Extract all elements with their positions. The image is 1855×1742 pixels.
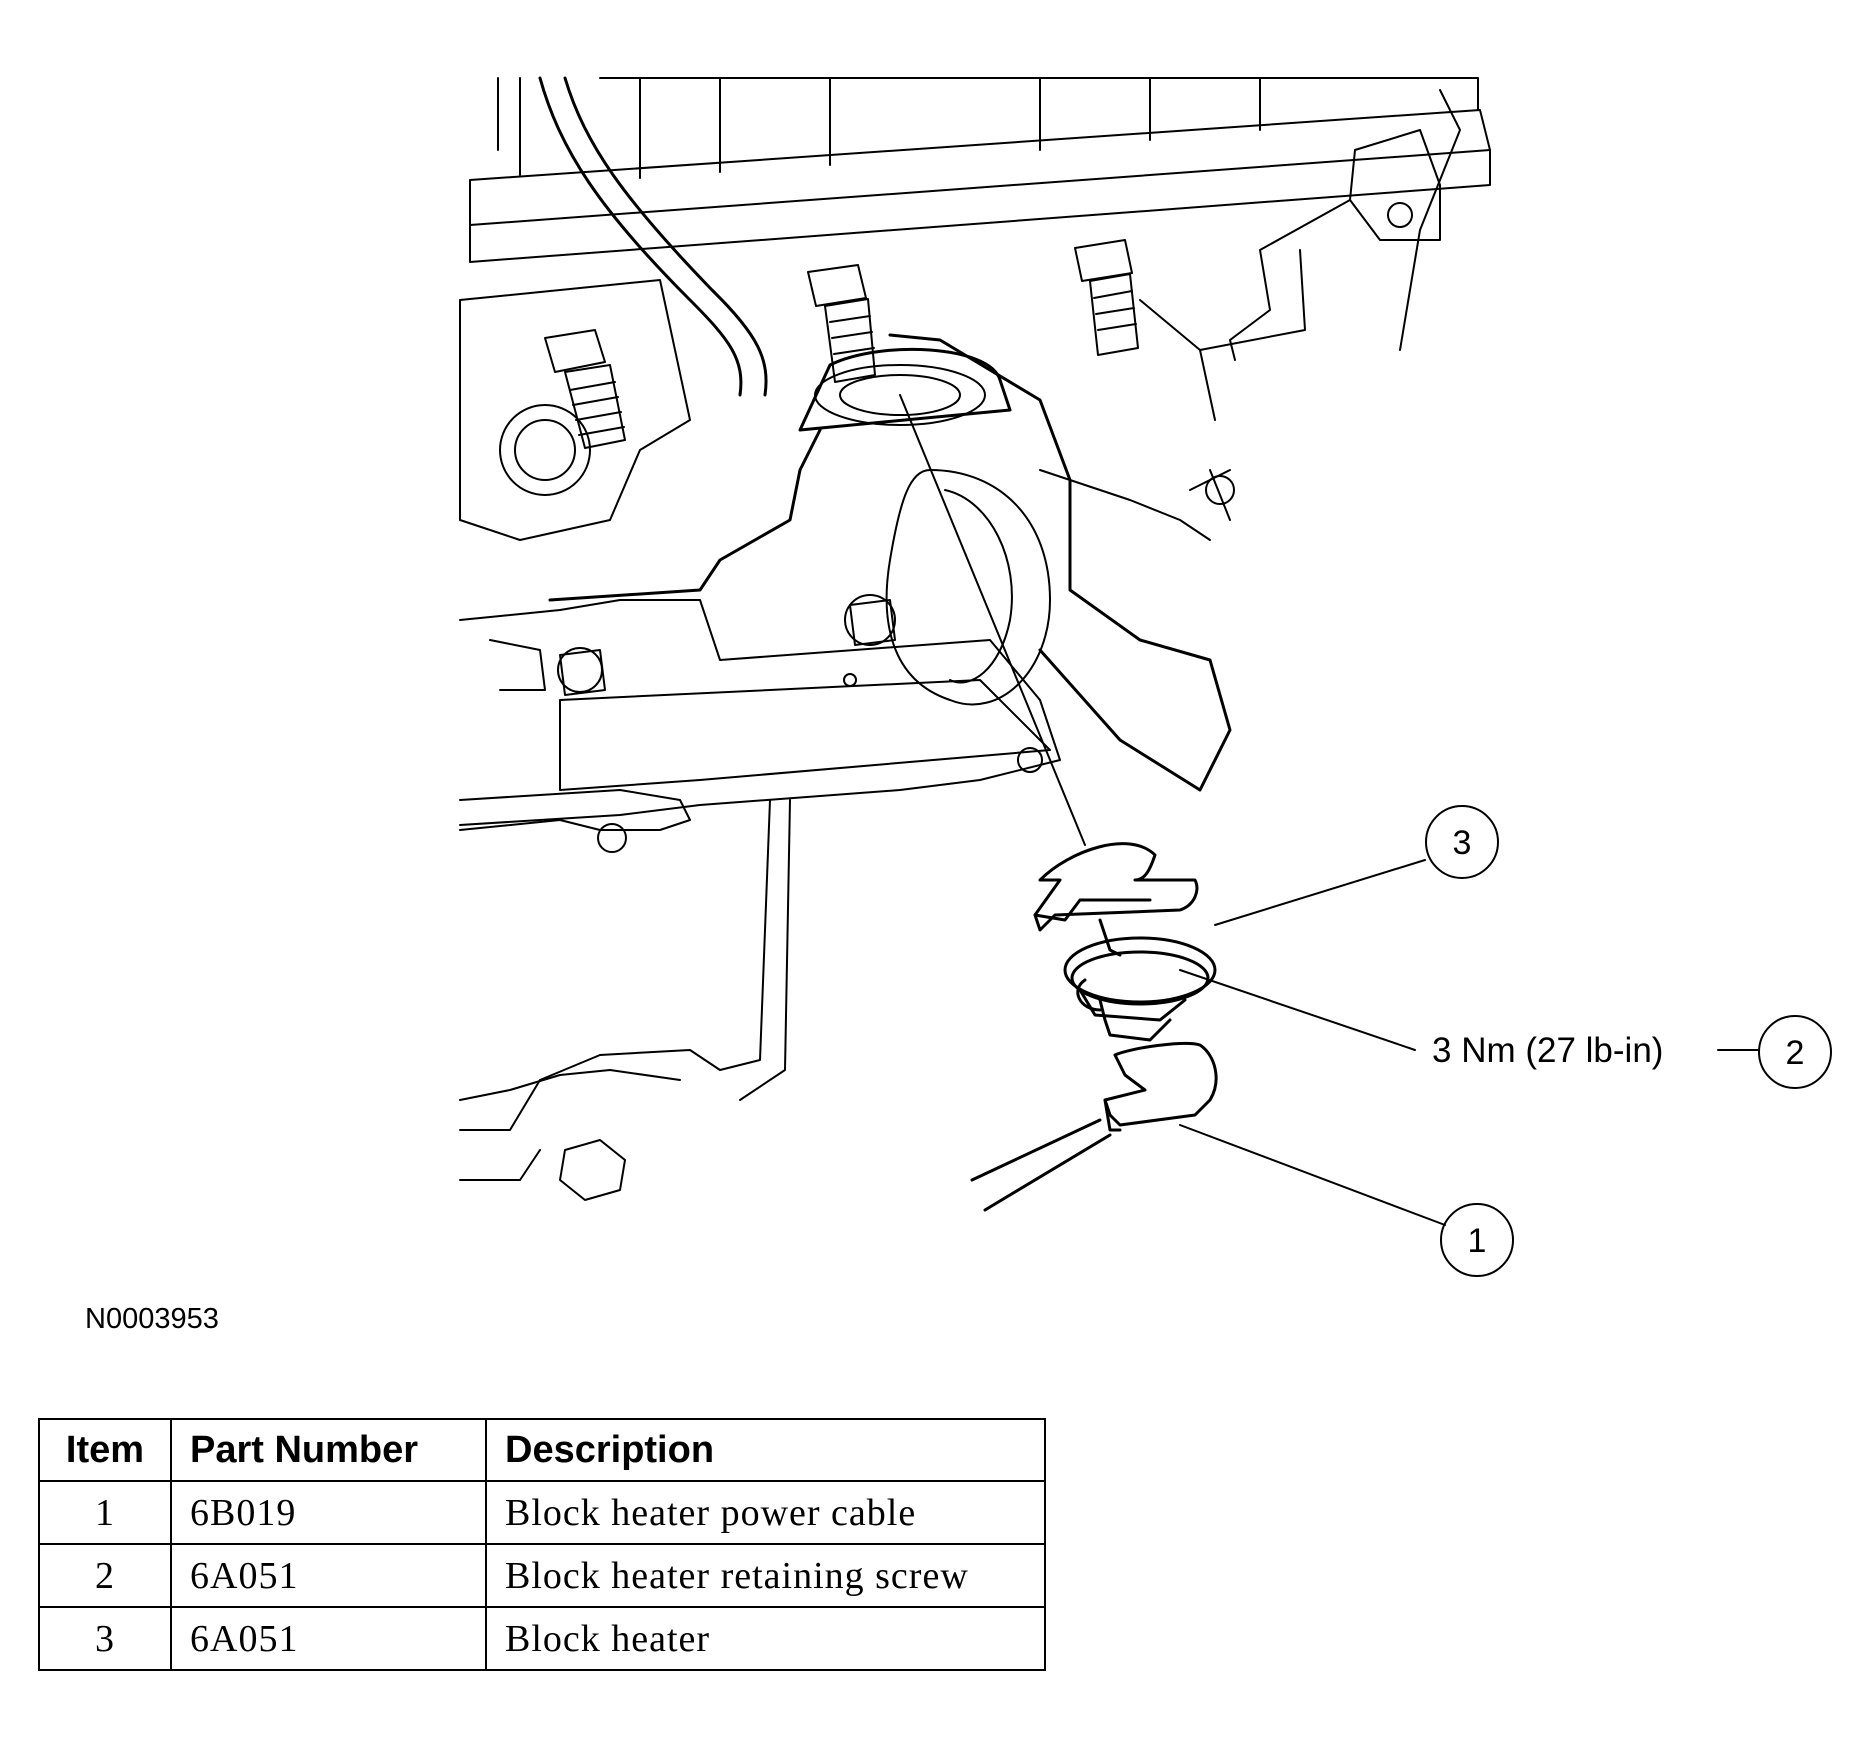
callout-3: 3 [1425, 805, 1499, 879]
parts-table-header: Item Part Number Description [38, 1418, 1046, 1482]
table-row: 3 6A051 Block heater [38, 1606, 1046, 1671]
row-item: 1 [38, 1480, 172, 1545]
callout-1: 1 [1440, 1203, 1514, 1277]
cylinder-head [469, 76, 1491, 421]
header-item: Item [38, 1418, 172, 1482]
callout-3-number: 3 [1453, 824, 1472, 862]
torque-spec-label: 3 Nm (27 lb-in) [1432, 1031, 1663, 1070]
row-part-number: 6A051 [170, 1606, 487, 1671]
engine-block-lower [459, 594, 1061, 1201]
row-description: Block heater power cable [485, 1480, 1046, 1545]
header-description: Description [485, 1418, 1046, 1482]
table-row: 1 6B019 Block heater power cable [38, 1480, 1046, 1545]
manifold-studs [544, 239, 1139, 449]
callout-2: 2 3 Nm (27 lb-in) [1432, 1015, 1832, 1089]
callout-2-number: 2 [1786, 1034, 1805, 1072]
power-cable [970, 1041, 1218, 1212]
table-row: 2 6A051 Block heater retaining screw [38, 1543, 1046, 1608]
callout-1-number: 1 [1468, 1222, 1487, 1260]
header-part-number: Part Number [170, 1418, 487, 1482]
installation-guide-line [899, 394, 1086, 846]
callout-leaders [1179, 859, 1759, 1226]
row-description: Block heater [485, 1606, 1046, 1671]
row-description: Block heater retaining screw [485, 1543, 1046, 1608]
exhaust-manifold [459, 279, 1235, 792]
block-heater [1033, 842, 1217, 1042]
row-part-number: 6A051 [170, 1543, 487, 1608]
figure-id: N0003953 [85, 1303, 219, 1335]
row-part-number: 6B019 [170, 1480, 487, 1545]
parts-table: Item Part Number Description 1 6B019 Blo… [38, 1418, 1046, 1671]
row-item: 3 [38, 1606, 172, 1671]
row-item: 2 [38, 1543, 172, 1608]
